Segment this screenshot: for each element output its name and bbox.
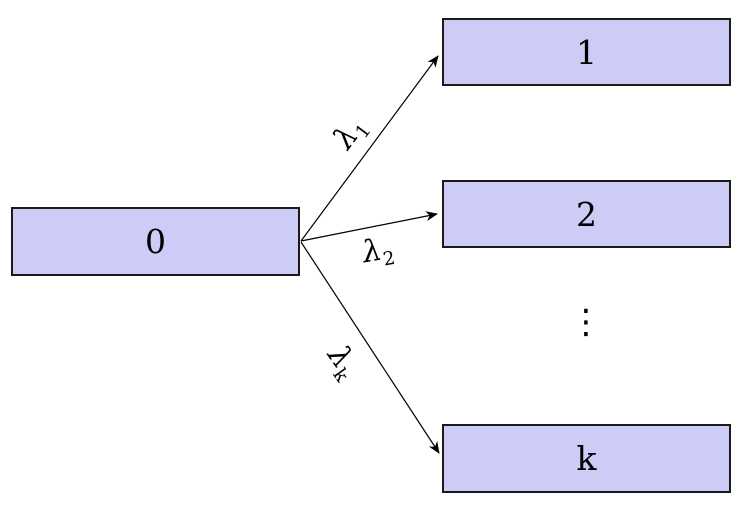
edge-label-lambda-2: λ2	[360, 233, 397, 271]
state-label-2: 2	[576, 194, 597, 234]
arrow-0-to-k	[300, 241, 440, 454]
vertical-ellipsis: ⋮	[569, 302, 603, 342]
lambda-subscript: 2	[381, 247, 397, 271]
edge-label-lambda-1: λ1	[326, 112, 375, 155]
edge-label-lambda-k: λk	[320, 339, 364, 386]
state-label-0: 0	[145, 222, 166, 261]
state-label-k: k	[576, 439, 597, 478]
state-box-1: 1	[442, 18, 731, 86]
arrow-0-to-1	[300, 55, 439, 242]
state-box-k: k	[442, 424, 731, 493]
state-box-0: 0	[11, 207, 300, 276]
state-box-2: 2	[442, 180, 731, 248]
state-label-1: 1	[576, 32, 597, 72]
